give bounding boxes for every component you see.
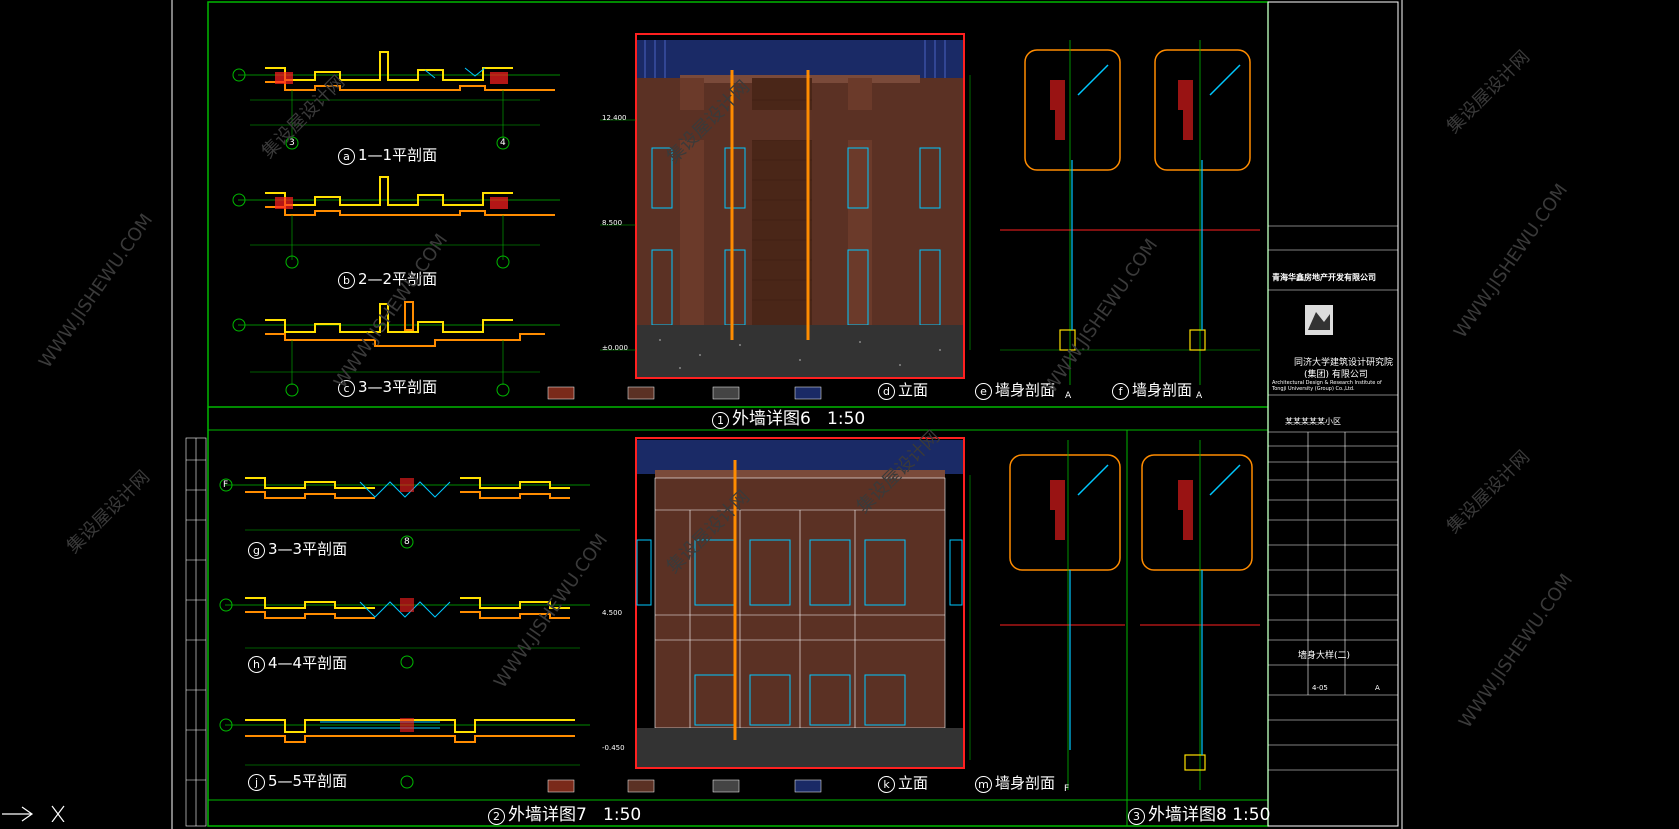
sheet-number: 4-05 (1312, 684, 1328, 692)
material-legend-top (547, 386, 822, 400)
wall-section-f[interactable] (1140, 40, 1260, 385)
client-name: 青海华鑫房地产开发有限公司 (1272, 273, 1376, 282)
institute-name-en: Architectural Design & Research Institut… (1272, 380, 1382, 392)
axis-label-f: F (223, 480, 229, 490)
axis-label-f-bottom: F (1064, 784, 1070, 794)
plan-section-a[interactable] (232, 51, 560, 150)
elevation-k[interactable] (635, 437, 971, 769)
axis-label-4: 4 (500, 138, 506, 148)
level-mark: ±0.000 (602, 344, 628, 352)
level-mark: 4.500 (602, 609, 623, 617)
revision-table (185, 437, 207, 827)
wall-section-e[interactable] (1000, 40, 1150, 385)
wall-section-n[interactable] (1140, 440, 1260, 790)
title-block-grid (1268, 225, 1398, 771)
level-mark: -0.450 (602, 744, 625, 752)
plan-section-j[interactable] (219, 718, 590, 789)
elevation-d[interactable] (600, 33, 971, 379)
sheet-title: 墙身大样(二) (1298, 651, 1351, 661)
drawing-frame (171, 0, 1403, 829)
plan-section-h[interactable] (219, 597, 590, 669)
axis-label-3: 3 (289, 138, 295, 148)
project-name: 某某某某某小区 (1285, 417, 1341, 426)
institute-name: 同济大学建筑设计研究院 (1294, 358, 1394, 368)
plan-section-c[interactable] (232, 301, 560, 397)
level-mark: 12.400 (602, 114, 627, 122)
level-mark: 8.500 (602, 219, 623, 227)
institute-name-2: (集团) 有限公司 (1304, 370, 1368, 380)
axis-label-8: 8 (404, 537, 410, 547)
plan-section-g[interactable] (219, 477, 590, 549)
institute-logo (1305, 305, 1333, 335)
revision-mark: A (1375, 684, 1380, 692)
axis-label-a-top: A (1065, 391, 1072, 401)
wall-section-m[interactable] (1000, 440, 1125, 790)
plan-section-b[interactable] (232, 176, 560, 269)
ucs-cursor-icon (2, 805, 65, 822)
axis-label-a-top-2: A (1196, 391, 1203, 401)
material-legend-bottom (547, 779, 822, 793)
